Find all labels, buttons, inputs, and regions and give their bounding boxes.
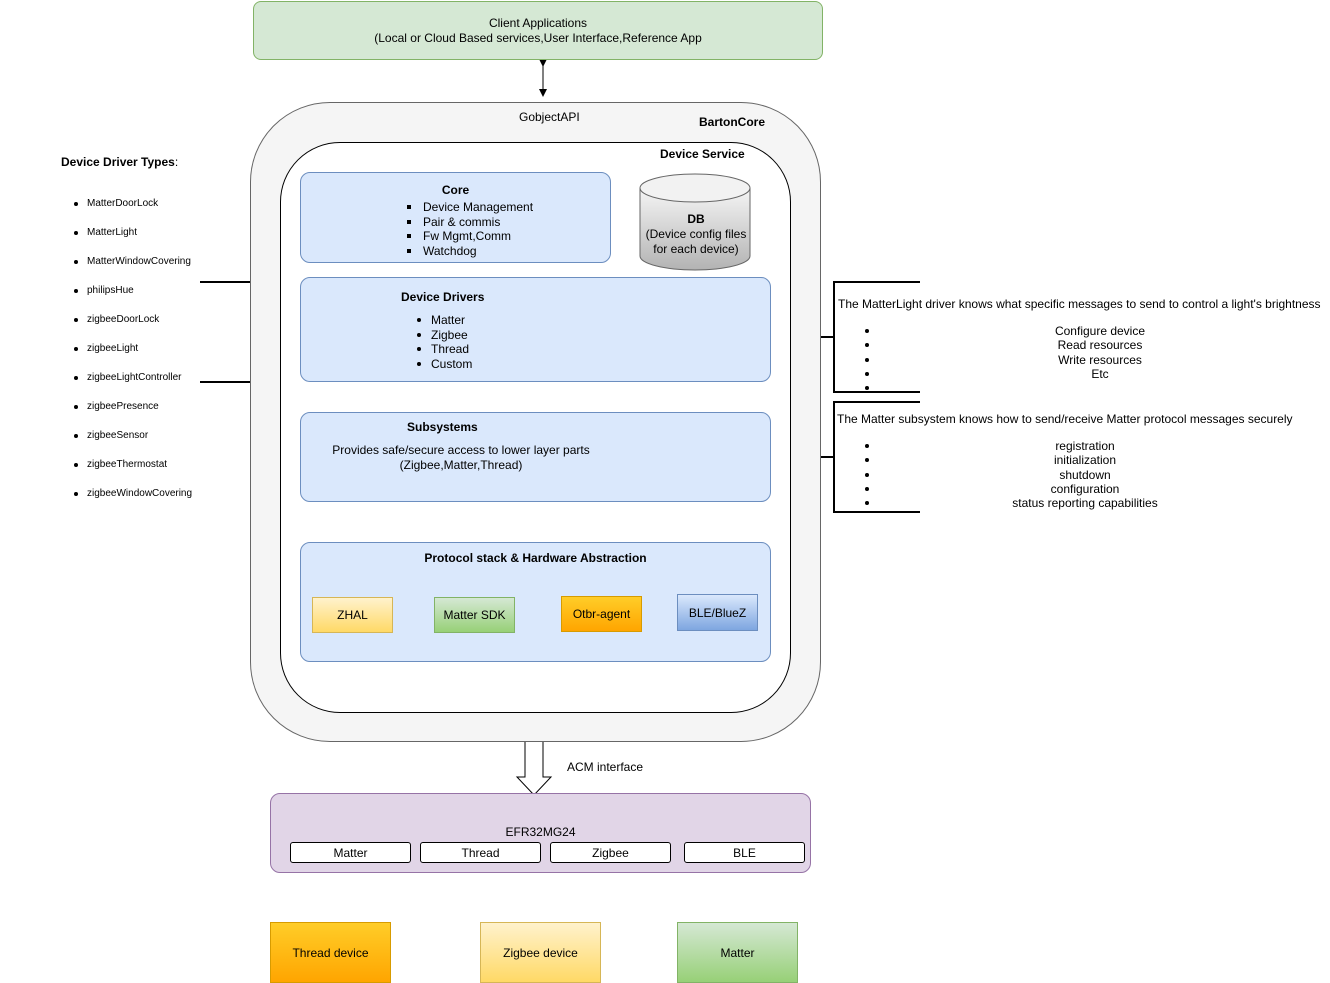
matter-subsystem-note-item: status reporting capabilities <box>835 496 1330 510</box>
core-title: Core <box>441 183 470 197</box>
matter-device-box: Matter <box>677 922 798 983</box>
core-item: Watchdog <box>405 244 533 259</box>
driver-type-item: MatterWindowCovering <box>61 256 192 285</box>
client-applications-subtitle: (Local or Cloud Based services,User Inte… <box>374 30 702 45</box>
device-drivers-title: Device Drivers <box>401 290 485 304</box>
driver-type-item: zigbeeLight <box>61 343 192 372</box>
efr-protocol-matter: Matter <box>290 842 411 863</box>
driver-types-title: Device Driver Types <box>61 155 175 169</box>
driver-type-item: zigbeeSensor <box>61 430 192 459</box>
device-service-label: Device Service <box>660 147 745 161</box>
zigbee-device-box: Zigbee device <box>480 922 601 983</box>
client-applications-title: Client Applications <box>488 15 588 30</box>
db-cylinder-icon <box>639 173 751 271</box>
core-box: Core Device Management Pair & commis Fw … <box>300 172 611 263</box>
driver-type-item: zigbeeLightController <box>61 372 192 401</box>
device-drivers-box: Device Drivers Matter Zigbee Thread Cust… <box>300 277 771 382</box>
core-item: Device Management <box>405 200 533 215</box>
subsystems-line2: (Zigbee,Matter,Thread) <box>399 458 523 472</box>
core-item: Pair & commis <box>405 215 533 230</box>
driver-type-item: zigbeeThermostat <box>61 459 192 488</box>
db-title: DB <box>687 212 705 226</box>
barton-core-label: BartonCore <box>699 115 766 129</box>
matterlight-note-item: Write resources <box>835 353 1330 367</box>
matterlight-note-item <box>835 381 1330 395</box>
device-driver-item: Custom <box>415 357 472 372</box>
efr-protocol-thread: Thread <box>420 842 541 863</box>
matter-subsystem-note-list: registration initialization shutdown con… <box>835 439 1330 510</box>
client-applications-box: Client Applications (Local or Cloud Base… <box>253 1 823 60</box>
ble-bluez-component: BLE/BlueZ <box>677 594 758 631</box>
matter-subsystem-note-item: shutdown <box>835 468 1330 482</box>
core-list: Device Management Pair & commis Fw Mgmt,… <box>405 200 533 258</box>
db-line1: (Device config files <box>645 227 747 241</box>
driver-type-item: MatterLight <box>61 227 192 256</box>
matter-subsystem-note-item: configuration <box>835 482 1330 496</box>
protocol-stack-title: Protocol stack & Hardware Abstraction <box>424 551 647 565</box>
efr-protocol-ble: BLE <box>684 842 805 863</box>
device-driver-item: Matter <box>415 313 472 328</box>
efr-protocol-zigbee: Zigbee <box>550 842 671 863</box>
device-driver-item: Thread <box>415 342 472 357</box>
matter-subsystem-note-item: initialization <box>835 453 1330 467</box>
matterlight-note-text: The MatterLight driver knows what specif… <box>838 297 1321 311</box>
driver-types-colon: : <box>174 155 179 169</box>
matterlight-note-item: Configure device <box>835 324 1330 338</box>
device-drivers-list: Matter Zigbee Thread Custom <box>415 313 472 371</box>
thread-device-box: Thread device <box>270 922 391 983</box>
matter-sdk-component: Matter SDK <box>434 597 515 633</box>
zhal-component: ZHAL <box>312 597 393 633</box>
matterlight-note-item: Read resources <box>835 338 1330 352</box>
subsystems-title: Subsystems <box>407 420 478 434</box>
acm-interface-label: ACM interface <box>567 760 644 774</box>
driver-type-item: zigbeeWindowCovering <box>61 488 192 517</box>
driver-type-item: MatterDoorLock <box>61 198 192 227</box>
driver-types-list: MatterDoorLock MatterLight MatterWindowC… <box>61 198 192 517</box>
gobject-api-label: GobjectAPI <box>519 110 580 124</box>
matterlight-note-item: Etc <box>835 367 1330 381</box>
db-label: DB (Device config files for each device) <box>638 212 754 257</box>
driver-type-item: zigbeePresence <box>61 401 192 430</box>
subsystems-box: Subsystems Provides safe/secure access t… <box>300 412 771 502</box>
subsystems-description: Provides safe/secure access to lower lay… <box>301 443 621 473</box>
driver-type-item: zigbeeDoorLock <box>61 314 192 343</box>
db-line2: for each device) <box>653 242 739 256</box>
subsystems-line1: Provides safe/secure access to lower lay… <box>332 443 590 457</box>
matterlight-note-list: Configure device Read resources Write re… <box>835 324 1330 395</box>
core-item: Fw Mgmt,Comm <box>405 229 533 244</box>
otbr-agent-component: Otbr-agent <box>561 596 642 632</box>
driver-types-heading: Device Driver Types: <box>61 155 178 169</box>
matter-subsystem-note-text: The Matter subsystem knows how to send/r… <box>837 412 1293 426</box>
driver-type-item: philipsHue <box>61 285 192 314</box>
matter-subsystem-note-item: registration <box>835 439 1330 453</box>
device-driver-item: Zigbee <box>415 328 472 343</box>
efr32mg24-title: EFR32MG24 <box>505 825 576 839</box>
